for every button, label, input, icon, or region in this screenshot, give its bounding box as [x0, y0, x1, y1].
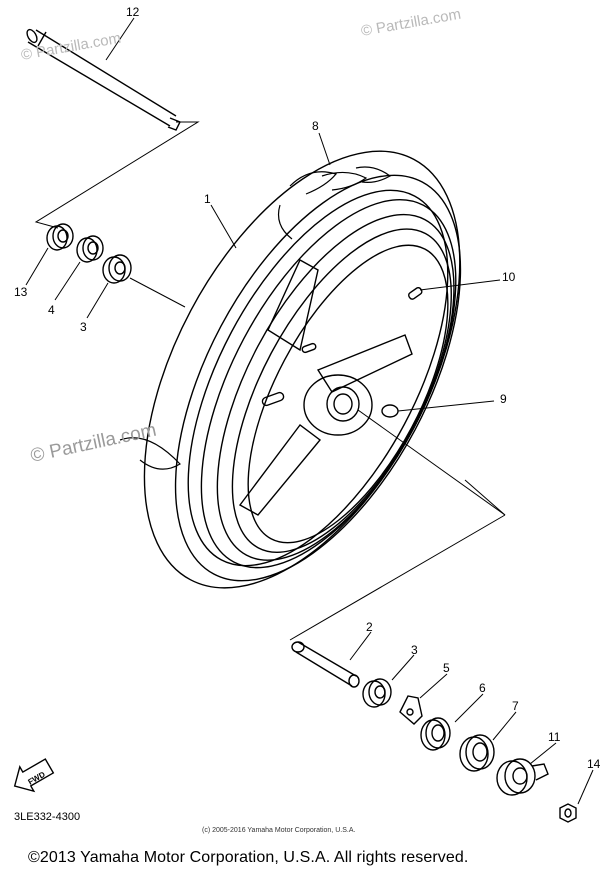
callout-9: 9: [500, 392, 507, 406]
fwd-label: FWD: [26, 770, 46, 787]
callout-6: 6: [479, 681, 486, 695]
fwd-arrow-icon: [13, 758, 55, 793]
callout-14: 14: [587, 757, 601, 771]
bearing-3-left[interactable]: [102, 254, 132, 284]
callout-4: 4: [48, 303, 55, 317]
callout-11: 11: [548, 730, 561, 744]
spacer-13[interactable]: [46, 223, 74, 251]
nut-14[interactable]: [559, 803, 577, 823]
part-9[interactable]: [381, 400, 495, 418]
tire-tread: [119, 166, 392, 470]
axle-part[interactable]: [25, 28, 181, 131]
part-code: 3LE332-4300: [14, 811, 81, 823]
speedo-gear-11[interactable]: [496, 758, 549, 796]
retainer-5[interactable]: [399, 695, 423, 725]
callout-2: 2: [366, 620, 373, 634]
collar-2[interactable]: [291, 641, 360, 688]
leader-lines: [25, 17, 594, 805]
small-copyright: (c) 2005-2016 Yamaha Motor Corporation, …: [202, 827, 356, 834]
callout-7: 7: [512, 699, 519, 713]
bearing-7[interactable]: [459, 734, 495, 772]
bearing-3-right[interactable]: [362, 678, 392, 708]
watermark-top: © Partzilla.com: [360, 6, 462, 40]
callout-12: 12: [126, 5, 140, 19]
footer-copyright: ©2013 Yamaha Motor Corporation, U.S.A. A…: [28, 849, 469, 866]
callout-8: 8: [312, 119, 319, 133]
valve-10[interactable]: [408, 279, 501, 300]
callout-10: 10: [502, 270, 516, 284]
callout-5: 5: [443, 661, 450, 675]
callout-13: 13: [14, 285, 28, 299]
watermark-center: © Partzilla.com: [29, 420, 159, 467]
wheel-assembly[interactable]: [79, 100, 527, 640]
callout-3-right: 3: [411, 643, 418, 657]
seal-6[interactable]: [420, 717, 451, 751]
callout-3-left: 3: [80, 320, 87, 334]
bearing-4[interactable]: [76, 235, 104, 263]
callout-1: 1: [204, 192, 211, 206]
wheel-hub[interactable]: [238, 259, 413, 516]
